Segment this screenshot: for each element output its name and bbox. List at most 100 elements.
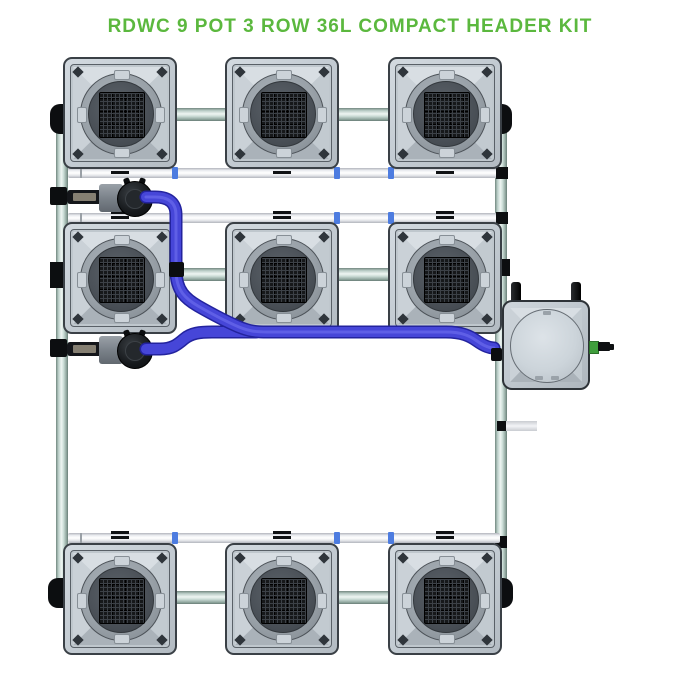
lid-notch xyxy=(543,311,551,315)
net-pot-collar xyxy=(77,556,165,644)
collar-tab xyxy=(402,272,412,288)
pipe-joint-blue xyxy=(334,212,340,224)
pipe-end-fitting xyxy=(496,212,508,224)
collar-tab xyxy=(114,235,130,245)
pipe-joint-blue xyxy=(388,167,394,179)
collar-tab xyxy=(77,593,87,609)
return-pipe-3 xyxy=(68,531,500,544)
collar-tab xyxy=(439,235,455,245)
feed-tube-pump2 xyxy=(139,325,263,356)
net-pot xyxy=(250,246,316,312)
collar-tab xyxy=(402,593,412,609)
pipe-end-cap xyxy=(80,213,82,223)
collar-tab xyxy=(276,313,292,323)
reservoir-valve-tip xyxy=(609,344,614,350)
net-pot-collar xyxy=(239,70,327,158)
grow-pot xyxy=(225,543,339,655)
pipe-joint-blue xyxy=(172,212,178,224)
grow-pot xyxy=(388,222,502,334)
net-pot-collar xyxy=(77,70,165,158)
net-pot xyxy=(413,81,479,147)
net-pot-mesh xyxy=(261,92,307,138)
net-pot-collar xyxy=(239,556,327,644)
net-pot-mesh xyxy=(261,257,307,303)
pump1-manifold-tee xyxy=(50,187,67,205)
grow-pot xyxy=(388,543,502,655)
net-pot-mesh xyxy=(424,578,470,624)
net-pot xyxy=(88,246,154,312)
net-pot-mesh xyxy=(99,92,145,138)
net-pot-mesh xyxy=(424,257,470,303)
collar-tab xyxy=(439,70,455,80)
net-pot xyxy=(413,567,479,633)
net-pot xyxy=(250,81,316,147)
collar-tab xyxy=(439,148,455,158)
tube-grommet xyxy=(169,262,184,277)
collar-tab xyxy=(317,272,327,288)
reservoir-post xyxy=(571,282,581,301)
pipe-end-fitting xyxy=(496,167,508,179)
collar-tab xyxy=(77,272,87,288)
pipe-union xyxy=(273,211,291,214)
grow-pot xyxy=(63,543,177,655)
collar-tab xyxy=(276,70,292,80)
pump2-manifold-tee xyxy=(50,339,67,357)
collar-tab xyxy=(480,272,490,288)
header-tank xyxy=(502,300,590,390)
collar-tab xyxy=(114,148,130,158)
pipe-joint-blue xyxy=(334,167,340,179)
reservoir-inlet-grommet xyxy=(491,348,502,361)
grow-pot xyxy=(225,57,339,169)
pipe-union xyxy=(436,531,454,534)
collar-tab xyxy=(276,148,292,158)
reservoir-post xyxy=(511,282,521,301)
collar-tab xyxy=(155,593,165,609)
collar-tab xyxy=(114,70,130,80)
collar-tab xyxy=(402,107,412,123)
net-pot-collar xyxy=(402,70,490,158)
pump1-head-core xyxy=(125,189,145,209)
pipe-joint-blue xyxy=(334,532,340,544)
net-pot xyxy=(250,567,316,633)
grow-pot xyxy=(388,57,502,169)
net-pot-mesh xyxy=(99,257,145,303)
net-pot xyxy=(88,81,154,147)
reservoir-valve-knob xyxy=(598,342,610,351)
pipe-union xyxy=(436,211,454,214)
pump2-valve-band xyxy=(73,345,96,353)
pump2-head-core xyxy=(125,341,145,361)
pipe-joint-blue xyxy=(172,167,178,179)
pipe-joint-blue xyxy=(172,532,178,544)
collar-tab xyxy=(439,313,455,323)
collar-tab xyxy=(155,107,165,123)
grow-pot xyxy=(63,57,177,169)
collar-tab xyxy=(239,107,249,123)
net-pot xyxy=(413,246,479,312)
left-manifold-pipe xyxy=(56,108,68,606)
collar-tab xyxy=(239,593,249,609)
net-pot-collar xyxy=(402,235,490,323)
collar-tab xyxy=(276,556,292,566)
union-right-row2 xyxy=(502,259,510,276)
drain-stub-pipe xyxy=(506,421,537,431)
collar-tab xyxy=(155,272,165,288)
pipe-union xyxy=(111,211,129,214)
collar-tab xyxy=(114,634,130,644)
net-pot-mesh xyxy=(424,92,470,138)
tee-left-row2 xyxy=(50,262,66,288)
pipe-end-cap xyxy=(80,168,82,178)
reservoir-lid xyxy=(510,309,584,383)
grow-pot xyxy=(63,222,177,334)
collar-tab xyxy=(114,556,130,566)
pipe-end-cap xyxy=(80,533,82,543)
collar-tab xyxy=(239,272,249,288)
net-pot-collar xyxy=(77,235,165,323)
stub-fitting xyxy=(497,421,506,431)
collar-tab xyxy=(480,107,490,123)
collar-tab xyxy=(114,313,130,323)
collar-tab xyxy=(439,634,455,644)
pipe-union xyxy=(273,531,291,534)
page-title: RDWC 9 POT 3 ROW 36L COMPACT HEADER KIT xyxy=(107,16,593,37)
grow-pot xyxy=(225,222,339,334)
